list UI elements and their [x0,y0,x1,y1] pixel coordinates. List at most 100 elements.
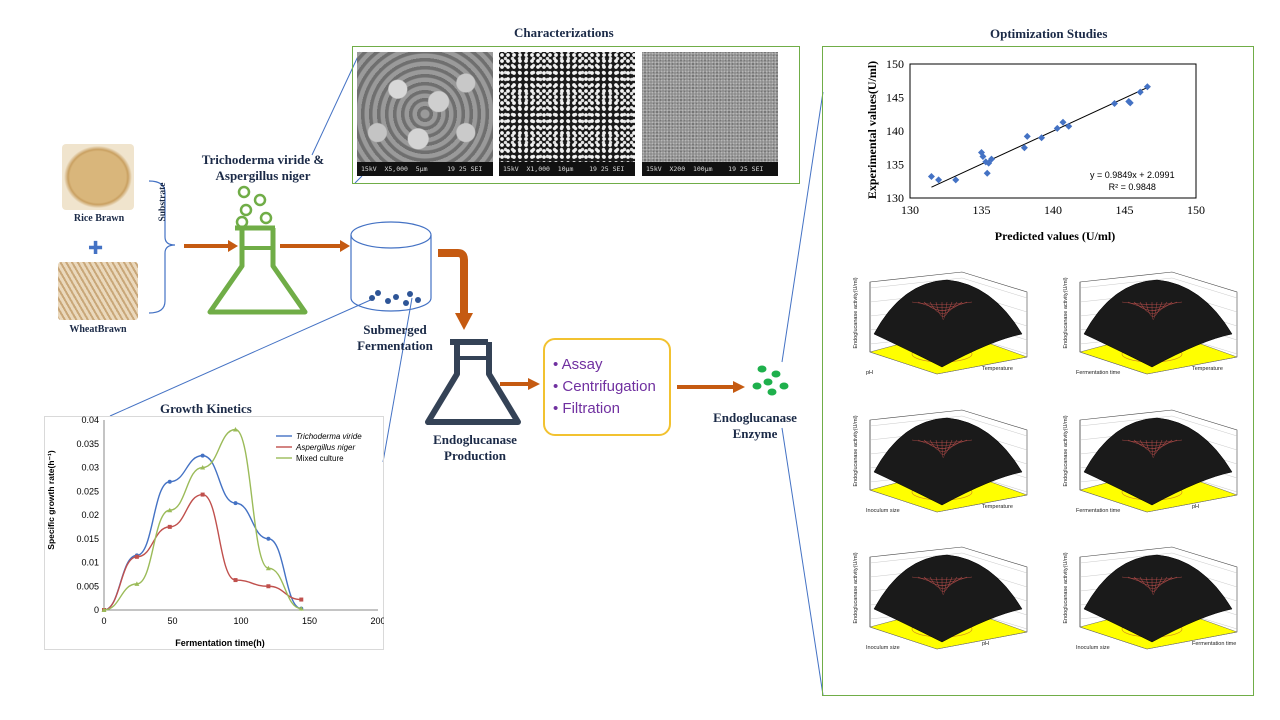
surface-mesh-line [935,301,953,317]
response-surface-plot: Endoglucanase activity(U/ml)Inoculum siz… [842,400,1032,520]
grid-line [961,552,1028,574]
grid-line [961,277,1028,299]
y-tick-label: 0 [94,605,99,615]
axis-a-label: Inoculum size [866,508,900,514]
surface-mesh-line [1151,439,1158,458]
data-point [927,173,935,181]
data-point [233,501,238,506]
data-point [1023,132,1031,140]
data-point [200,492,205,497]
axis-b-label: pH [982,641,990,647]
downstream-steps-box: • Assay • Centrifugation • Filtration [543,338,671,436]
grid-line [1171,552,1238,574]
data-point [1143,83,1151,91]
series-line [103,493,302,611]
response-surface [1083,417,1233,506]
sem-scale-bar: 15kV X5,000 5µm 19 25 SEI [357,162,493,176]
growth-ylabel: Specific growth rate(h⁻¹) [46,450,56,550]
sem-image-2: 15kV X1,000 10µm 19 25 SEI [499,52,635,176]
axis-b-label: pH [1192,504,1200,510]
x-tick-label: 150 [302,616,317,626]
surface-mesh-line [923,439,963,449]
surface-mesh-line [1151,301,1158,320]
optimization-title: Optimization Studies [990,26,1108,41]
surface-mesh-line [941,301,948,320]
sem-scale-bar: 15kV X200 100µm 19 25 SEI [642,162,778,176]
x-tick-label: 140 [1044,203,1062,217]
z-axis-label: Endoglucanase activity(U/ml) [1063,552,1069,624]
surface-mesh-line [1139,439,1168,452]
grid-line [1171,277,1238,299]
enzyme-dots-icon [757,365,789,396]
data-point [167,507,173,513]
data-point [1065,122,1073,130]
axis-a-label: Fermentation time [1076,508,1121,514]
legend-label: Trichoderma viride [296,432,362,441]
axis-a-label: Inoculum size [866,645,900,651]
y-tick-label: 130 [886,191,904,205]
grid-line [869,277,963,289]
surface-mesh-line [1133,439,1173,449]
growth-xlabel: Fermentation time(h) [175,638,265,648]
response-surface [1083,279,1233,368]
legend-label: Mixed culture [296,454,344,463]
data-point [983,169,991,177]
response-surface [873,554,1023,643]
data-point [200,465,206,470]
surface-mesh-line [1139,576,1168,589]
y-tick-label: 0.005 [76,581,99,591]
axis-b-label: Temperature [982,504,1013,510]
data-point [1136,88,1144,96]
wheat-bran-label: WheatBrawn [69,324,127,335]
optimization-box [822,46,1254,696]
parity-xlabel: Predicted values (U/ml) [994,229,1116,243]
sem-image-1: 15kV X5,000 5µm 19 25 SEI [357,52,493,176]
green-flask-icon [184,185,350,315]
data-point [935,176,943,184]
x-tick-label: 135 [973,203,991,217]
data-point [134,581,140,586]
grid-line [1079,415,1173,427]
axis-b-label: Temperature [1192,366,1223,372]
axis-a-label: Fermentation time [1076,370,1121,376]
data-point [101,607,107,612]
data-point [200,453,205,458]
axis-b-label: Fermentation time [1192,641,1237,647]
x-tick-label: 150 [1187,203,1205,217]
z-axis-label: Endoglucanase activity(U/ml) [1063,415,1069,487]
grid-line [869,552,963,564]
response-surface [1083,554,1233,643]
surface-mesh-line [1151,576,1158,595]
surface-mesh-line [1133,301,1173,311]
surface-mesh-line [941,439,948,458]
data-point [985,159,993,167]
y-tick-label: 0.035 [76,439,99,449]
response-surface-plot: Endoglucanase activity(U/ml) Fermentation… [1052,400,1242,520]
surface-mesh-line [923,301,963,311]
x-tick-label: 100 [233,616,248,626]
plus-icon: ✚ [88,238,104,259]
grid-line [869,415,963,427]
parity-ylabel: Experimental values(U/ml) [865,60,879,200]
data-point [1053,124,1061,132]
data-point [1126,99,1134,107]
grid-line [1079,277,1173,289]
fermenter-icon [350,221,473,330]
production-flask-icon [425,339,540,425]
data-point [266,536,271,541]
data-point [299,597,304,602]
surface-mesh-line [1145,439,1163,455]
data-point [1020,144,1028,152]
rice-bran-image [62,144,134,210]
y-tick-label: 150 [886,57,904,71]
y-tick-label: 135 [886,158,904,172]
data-point [298,606,304,611]
data-point [167,479,172,484]
x-tick-label: 145 [1116,203,1134,217]
surface-mesh-line [929,301,958,314]
